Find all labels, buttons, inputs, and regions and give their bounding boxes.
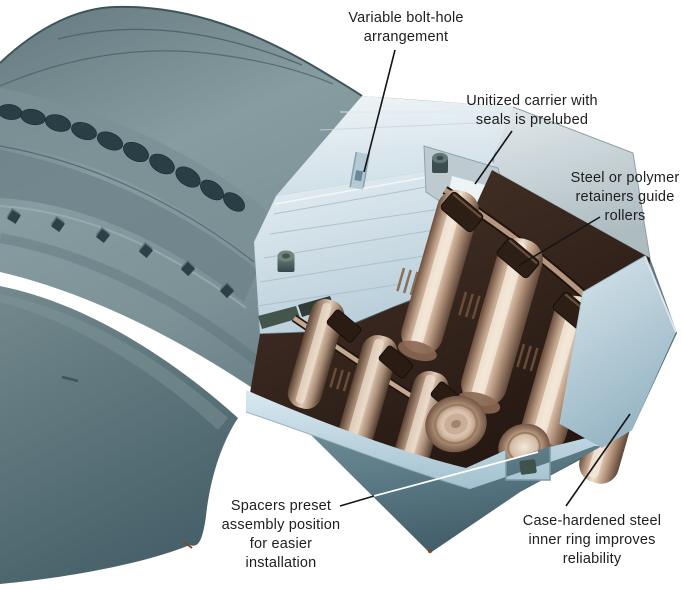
leader-lines — [339, 49, 631, 507]
label-line: installation — [245, 555, 317, 571]
label-line: Variable bolt-hole — [348, 10, 464, 26]
leader-spacers-dark — [339, 495, 375, 507]
label-line: Spacers preset — [230, 498, 332, 514]
label-line: rollers — [604, 208, 646, 224]
label-line: assembly position — [221, 517, 341, 533]
label-line: retainers guide — [575, 189, 675, 205]
label-spacers: Spacers preset assembly position for eas… — [222, 497, 341, 573]
section-bolt — [277, 250, 295, 272]
roller — [338, 335, 398, 449]
label-line: Case-hardened steel — [522, 513, 662, 529]
leader-spacers-light — [373, 451, 539, 497]
hub — [0, 286, 238, 584]
label-line: for easier — [249, 536, 313, 552]
label-line: Steel or polymer — [570, 170, 680, 186]
cage-slots — [396, 267, 546, 374]
label-line: arrangement — [363, 29, 449, 45]
carrier-bolt — [432, 152, 448, 173]
spacer-notch — [505, 447, 551, 481]
label-case-hardened: Case-hardened steel inner ring improves … — [523, 512, 661, 569]
label-retainers: Steel or polymer retainers guide rollers — [571, 169, 680, 226]
label-line: reliability — [562, 551, 622, 567]
bolt-hole-notch — [349, 151, 371, 190]
label-line: Unitized carrier with — [466, 93, 598, 109]
leader-unitized-carrier — [474, 130, 513, 185]
label-line: inner ring improves — [528, 532, 656, 548]
label-line: seals is prelubed — [475, 112, 589, 128]
label-unitized-carrier: Unitized carrier with seals is prelubed — [466, 92, 598, 130]
bolt-hole-row — [0, 104, 245, 212]
roller — [398, 189, 479, 362]
inner-ring — [245, 390, 602, 554]
leader-variable-bolt-hole — [363, 49, 396, 173]
inner-ring-cross-section — [559, 255, 677, 448]
leader-retainers — [517, 216, 601, 267]
leader-case-hardened — [565, 413, 631, 507]
label-variable-bolt-hole: Variable bolt-hole arrangement — [348, 9, 463, 47]
